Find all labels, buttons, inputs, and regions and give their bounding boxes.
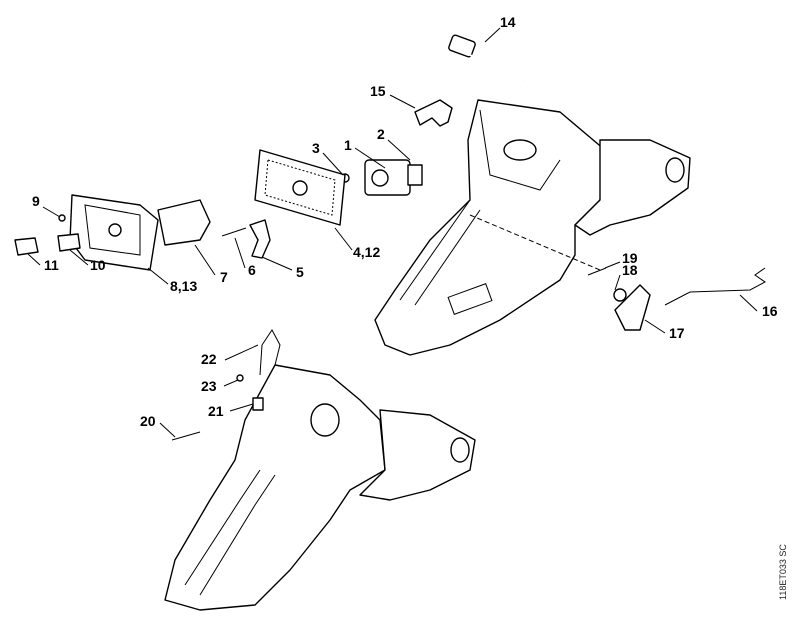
callout-16: 16 — [762, 303, 778, 319]
callout-17: 17 — [669, 325, 685, 341]
drawing-code: 118ET033 SC — [778, 544, 788, 600]
rear-handle-housing-upper — [374, 99, 691, 356]
callout-3: 3 — [312, 140, 320, 156]
leader-lines — [27, 27, 758, 438]
callout-22: 22 — [201, 351, 217, 367]
callout-1: 1 — [344, 137, 352, 153]
part-5-lever — [249, 219, 271, 259]
part-23-screw — [236, 374, 244, 382]
part-14-shaft — [448, 34, 526, 81]
callout-23: 23 — [201, 378, 217, 394]
part-4-12-filter — [254, 149, 346, 226]
callout-9: 9 — [32, 193, 40, 209]
part-19-pin — [587, 267, 607, 276]
part-9-washer — [58, 214, 66, 222]
part-15-lever — [414, 99, 453, 127]
callout-21: 21 — [208, 403, 224, 419]
callout-19: 19 — [622, 250, 638, 266]
part-18-spring — [613, 288, 627, 302]
callout-4-12: 4,12 — [353, 244, 381, 260]
part-10-knob — [57, 233, 81, 252]
callout-15: 15 — [370, 83, 386, 99]
callout-18: 18 — [622, 262, 638, 278]
callout-11: 11 — [44, 257, 59, 273]
part-22-cable — [259, 329, 281, 376]
callout-7: 7 — [220, 269, 228, 285]
part-16-rod — [664, 267, 766, 306]
callout-2: 2 — [377, 126, 385, 142]
part-11-knob — [14, 237, 39, 256]
callout-5: 5 — [296, 264, 304, 280]
callout-6: 6 — [248, 262, 256, 278]
part-6-screw — [221, 227, 247, 237]
callout-10: 10 — [90, 257, 106, 273]
part-20-pin — [171, 431, 201, 441]
part-21-nipple — [252, 397, 264, 411]
part-17-latch — [614, 284, 651, 331]
part-7-cover — [157, 199, 211, 246]
callout-14: 14 — [500, 14, 516, 30]
part-1-carburetor — [364, 159, 423, 196]
callout-8-13: 8,13 — [170, 278, 198, 294]
callout-20: 20 — [140, 413, 156, 429]
part-8-13-filter-housing — [69, 194, 159, 271]
rear-handle-housing-lower — [164, 364, 476, 611]
